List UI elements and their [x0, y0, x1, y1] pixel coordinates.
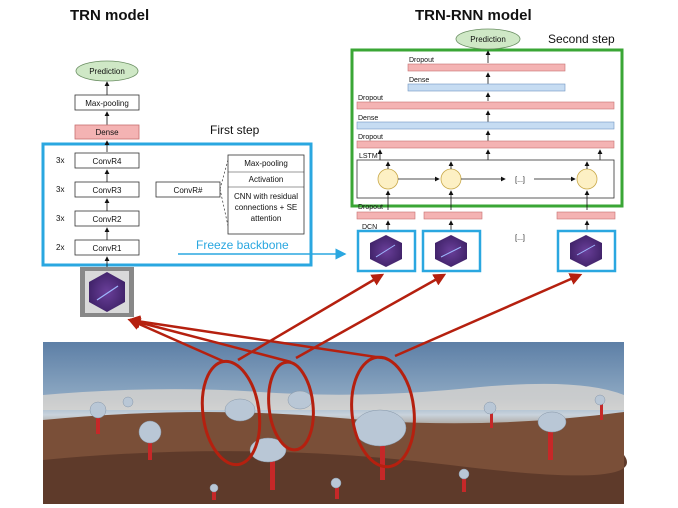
dcn-ellipsis: [...]: [515, 235, 525, 242]
detail-cnn-1: CNN with residual: [234, 192, 298, 201]
trn-backbone-frame: [41, 142, 313, 267]
trn-maxpool-label: Max-pooling: [85, 99, 129, 108]
trn-prediction-label: Prediction: [89, 67, 125, 76]
convr4-multiplier: 3x: [56, 156, 64, 165]
lstm-label: LSTM: [359, 153, 378, 160]
lstm-ellipsis: [...]: [515, 177, 525, 184]
convr4-label: ConvR4: [93, 157, 122, 166]
convr2-label: ConvR2: [93, 215, 122, 224]
convr-generic-label: ConvR#: [174, 186, 203, 195]
rnn-dropout-3-label: Dropout: [358, 134, 383, 141]
dcn-hex-image-2: [435, 235, 467, 267]
rnn-dense-2-label: Dense: [358, 115, 378, 122]
trn-dense-box: [74, 124, 140, 140]
rnn-dense-1-label: Dense: [409, 77, 429, 84]
second-step-label: Second step: [548, 32, 615, 46]
trn-title: TRN model: [70, 7, 149, 24]
convr1-box: [74, 239, 140, 256]
convr3-multiplier: 3x: [56, 185, 64, 194]
convr1-label: ConvR1: [93, 244, 122, 253]
freeze-backbone-label: Freeze backbone: [196, 238, 289, 252]
convr1-multiplier: 2x: [56, 243, 64, 252]
convr4-box: [74, 152, 140, 169]
rnn-dropout-1-label: Dropout: [409, 57, 434, 64]
rnn-prediction-label: Prediction: [470, 35, 506, 44]
rnn-dropout-2-label: Dropout: [358, 95, 383, 102]
trn-dense-label: Dense: [95, 128, 119, 137]
trn-maxpool-box: [74, 94, 140, 111]
convr-detail-box: [227, 154, 305, 235]
rnn-title: TRN-RNN model: [415, 7, 532, 24]
detail-maxpool: Max-pooling: [244, 159, 288, 168]
convr3-box: [74, 181, 140, 198]
rnn-head-frame: [350, 48, 624, 208]
dcn-hex-image-n: [570, 235, 602, 267]
lstm-cell-n: [576, 168, 598, 190]
rnn-dropout-bar-a: [356, 211, 416, 220]
trn-input-hex-image: [89, 272, 125, 312]
rnn-dropout-1-bar: [407, 63, 566, 72]
first-step-label: First step: [210, 123, 260, 137]
telescope-array-photo: [43, 342, 627, 504]
rnn-prediction-node: [455, 28, 521, 50]
trn-prediction-node: [75, 60, 139, 82]
rnn-dense-1-bar: [407, 83, 566, 92]
convr2-multiplier: 3x: [56, 214, 64, 223]
telescope-link-arrows: [127, 273, 583, 364]
detail-cnn-2: connections + SE: [235, 203, 297, 212]
lstm-cell-1: [377, 168, 399, 190]
detail-cnn-3: attention: [251, 214, 282, 223]
lstm-cell-2: [440, 168, 462, 190]
dcn-label: DCN: [362, 224, 377, 231]
rnn-dropout-3-bar: [356, 140, 615, 149]
convr2-box: [74, 210, 140, 227]
rnn-dropout-bar-c: [556, 211, 616, 220]
convr3-label: ConvR3: [93, 186, 122, 195]
rnn-dropout-bar-b: [423, 211, 483, 220]
detail-activation: Activation: [249, 175, 284, 184]
rnn-dropout-4-label: Dropout: [358, 204, 383, 211]
rnn-dropout-2-bar: [356, 101, 615, 110]
rnn-dense-2-bar: [356, 121, 615, 130]
